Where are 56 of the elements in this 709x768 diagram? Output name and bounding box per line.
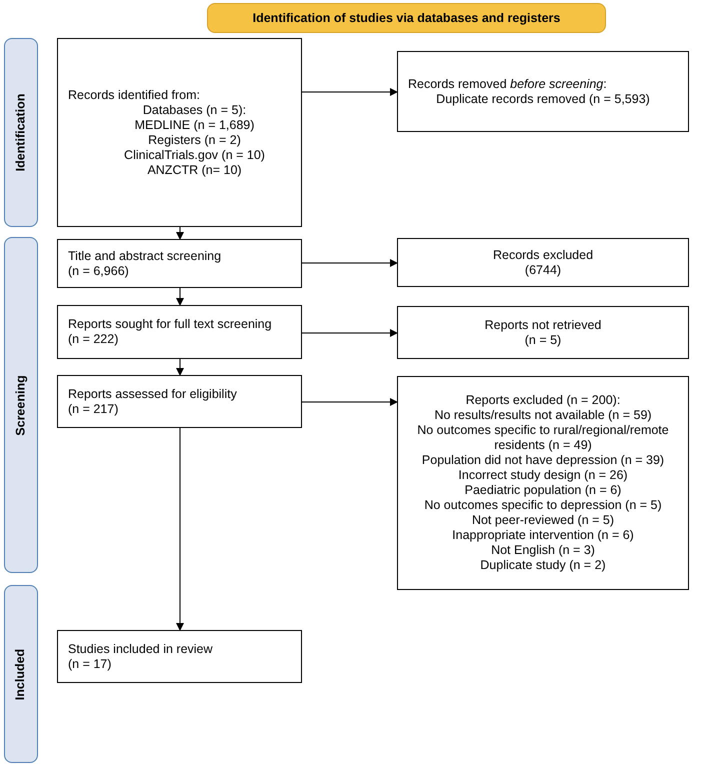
phase-label: Included (14, 648, 28, 700)
box-heading: Reports not retrieved (484, 318, 602, 332)
box-heading: Reports sought for full text screening (68, 317, 273, 332)
box-heading: Reports excluded (n = 200): (464, 393, 622, 408)
process-box (57, 375, 302, 428)
box-text: (n = 222) (68, 332, 120, 347)
phase-label: Identification (14, 94, 28, 172)
phase-label: Screening (14, 374, 28, 436)
box-text: Inappropriate intervention (n = 6) (451, 528, 635, 543)
arrow (302, 398, 398, 406)
process-box (397, 376, 689, 590)
box-heading: Studies included in review (68, 642, 214, 656)
box-text: (n = 5) (524, 332, 562, 348)
box-text: Paediatric population (n = 6) (464, 483, 622, 498)
box-heading: Reports assessed for eligibility (68, 386, 238, 402)
arrow (176, 358, 184, 376)
process-box (397, 306, 689, 359)
box-text: ANZCTR (n= 10) (146, 162, 243, 178)
arrow (176, 226, 184, 240)
process-box (397, 51, 689, 132)
box-text: Not peer-reviewed (n = 5) (470, 513, 616, 528)
box-text: (n = 17) (68, 656, 112, 672)
arrow (302, 259, 398, 267)
phase-band (4, 585, 38, 763)
box-heading: Records excluded (492, 248, 594, 262)
banner-title: Identification of studies via databases and registers (252, 10, 560, 26)
box-text: (6744) (524, 262, 562, 278)
box-text: No outcomes specific to depression (n = 5) (423, 498, 663, 513)
arrow (302, 88, 398, 96)
box-text: (n = 217) (68, 402, 120, 416)
arrow (176, 288, 184, 306)
box-heading: Records identified from: (68, 88, 202, 102)
box-text: Population did not have depression (n = 39) (420, 453, 666, 468)
box-text: Not English (n = 3) (490, 543, 596, 558)
box-text: ClinicalTrials.gov (n = 10) (123, 148, 266, 162)
box-text: MEDLINE (n = 1,689) (134, 118, 256, 132)
box-text: Registers (n = 2) (147, 132, 242, 148)
box-text: Databases (n = 5): (142, 102, 248, 118)
box-heading: Records removed before screening: (408, 76, 608, 92)
process-box (57, 38, 302, 227)
box-text: (n = 6,966) (68, 264, 130, 278)
phase-band (4, 38, 38, 227)
box-text: No outcomes specific to rural/regional/remote residents (n = 49) (416, 423, 670, 453)
box-text: Duplicate records removed (n = 5,593) (435, 92, 651, 106)
arrow (176, 428, 184, 631)
phase-band (4, 237, 38, 573)
arrow (302, 329, 398, 337)
process-box (397, 238, 689, 287)
box-text: Duplicate study (n = 2) (479, 558, 607, 573)
process-box (57, 630, 302, 683)
box-text: Incorrect study design (n = 26) (457, 468, 629, 483)
box-text: No results/results not available (n = 59) (433, 408, 653, 423)
section-banner (207, 3, 606, 33)
process-box (57, 305, 302, 359)
process-box (57, 239, 302, 288)
box-heading: Title and abstract screening (68, 248, 222, 264)
